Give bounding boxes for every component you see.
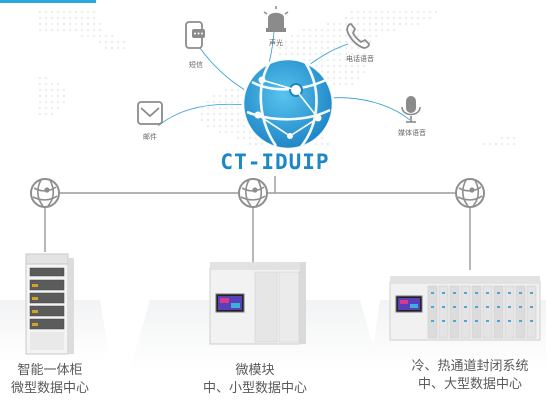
node-caption-1: 智能一体柜 微型数据中心 bbox=[0, 362, 100, 398]
node-caption-1-line2: 微型数据中心 bbox=[10, 381, 89, 396]
micro-module-illustration bbox=[209, 262, 306, 345]
node-caption-1-line1: 智能一体柜 bbox=[17, 363, 83, 378]
platform-title: CT-IDUIP bbox=[220, 150, 330, 174]
node-caption-3: 冷、热通道封闭系统 中、大型数据中心 bbox=[395, 358, 545, 394]
central-globe-icon bbox=[241, 57, 335, 151]
email-envelope-icon bbox=[137, 101, 163, 125]
channel-label-sound: 声光 bbox=[269, 39, 283, 47]
channel-label-phone: 电话语音 bbox=[346, 55, 374, 63]
node-caption-2: 微模块 中、小型数据中心 bbox=[185, 362, 325, 398]
channel-label-media: 媒体语音 bbox=[398, 129, 426, 137]
aisle-containment-illustration bbox=[389, 276, 541, 341]
node-caption-2-line2: 中、小型数据中心 bbox=[202, 381, 307, 396]
alarm-light-icon bbox=[263, 6, 289, 32]
node-globe-icon-2 bbox=[238, 178, 268, 208]
node-globe-icon-3 bbox=[455, 178, 485, 208]
top-accent-bar bbox=[0, 0, 96, 3]
node-globe-icon-1 bbox=[30, 178, 60, 208]
channel-label-email: 邮件 bbox=[143, 133, 157, 141]
sms-phone-icon bbox=[185, 21, 205, 49]
node-caption-3-line1: 冷、热通道封闭系统 bbox=[411, 359, 529, 374]
phone-handset-icon bbox=[346, 23, 370, 49]
microphone-icon bbox=[401, 96, 421, 123]
channel-label-sms: 短信 bbox=[189, 61, 203, 69]
node-caption-2-line1: 微模块 bbox=[235, 363, 275, 378]
node-caption-3-line2: 中、大型数据中心 bbox=[417, 377, 522, 392]
integrated-cabinet-illustration bbox=[25, 253, 74, 355]
